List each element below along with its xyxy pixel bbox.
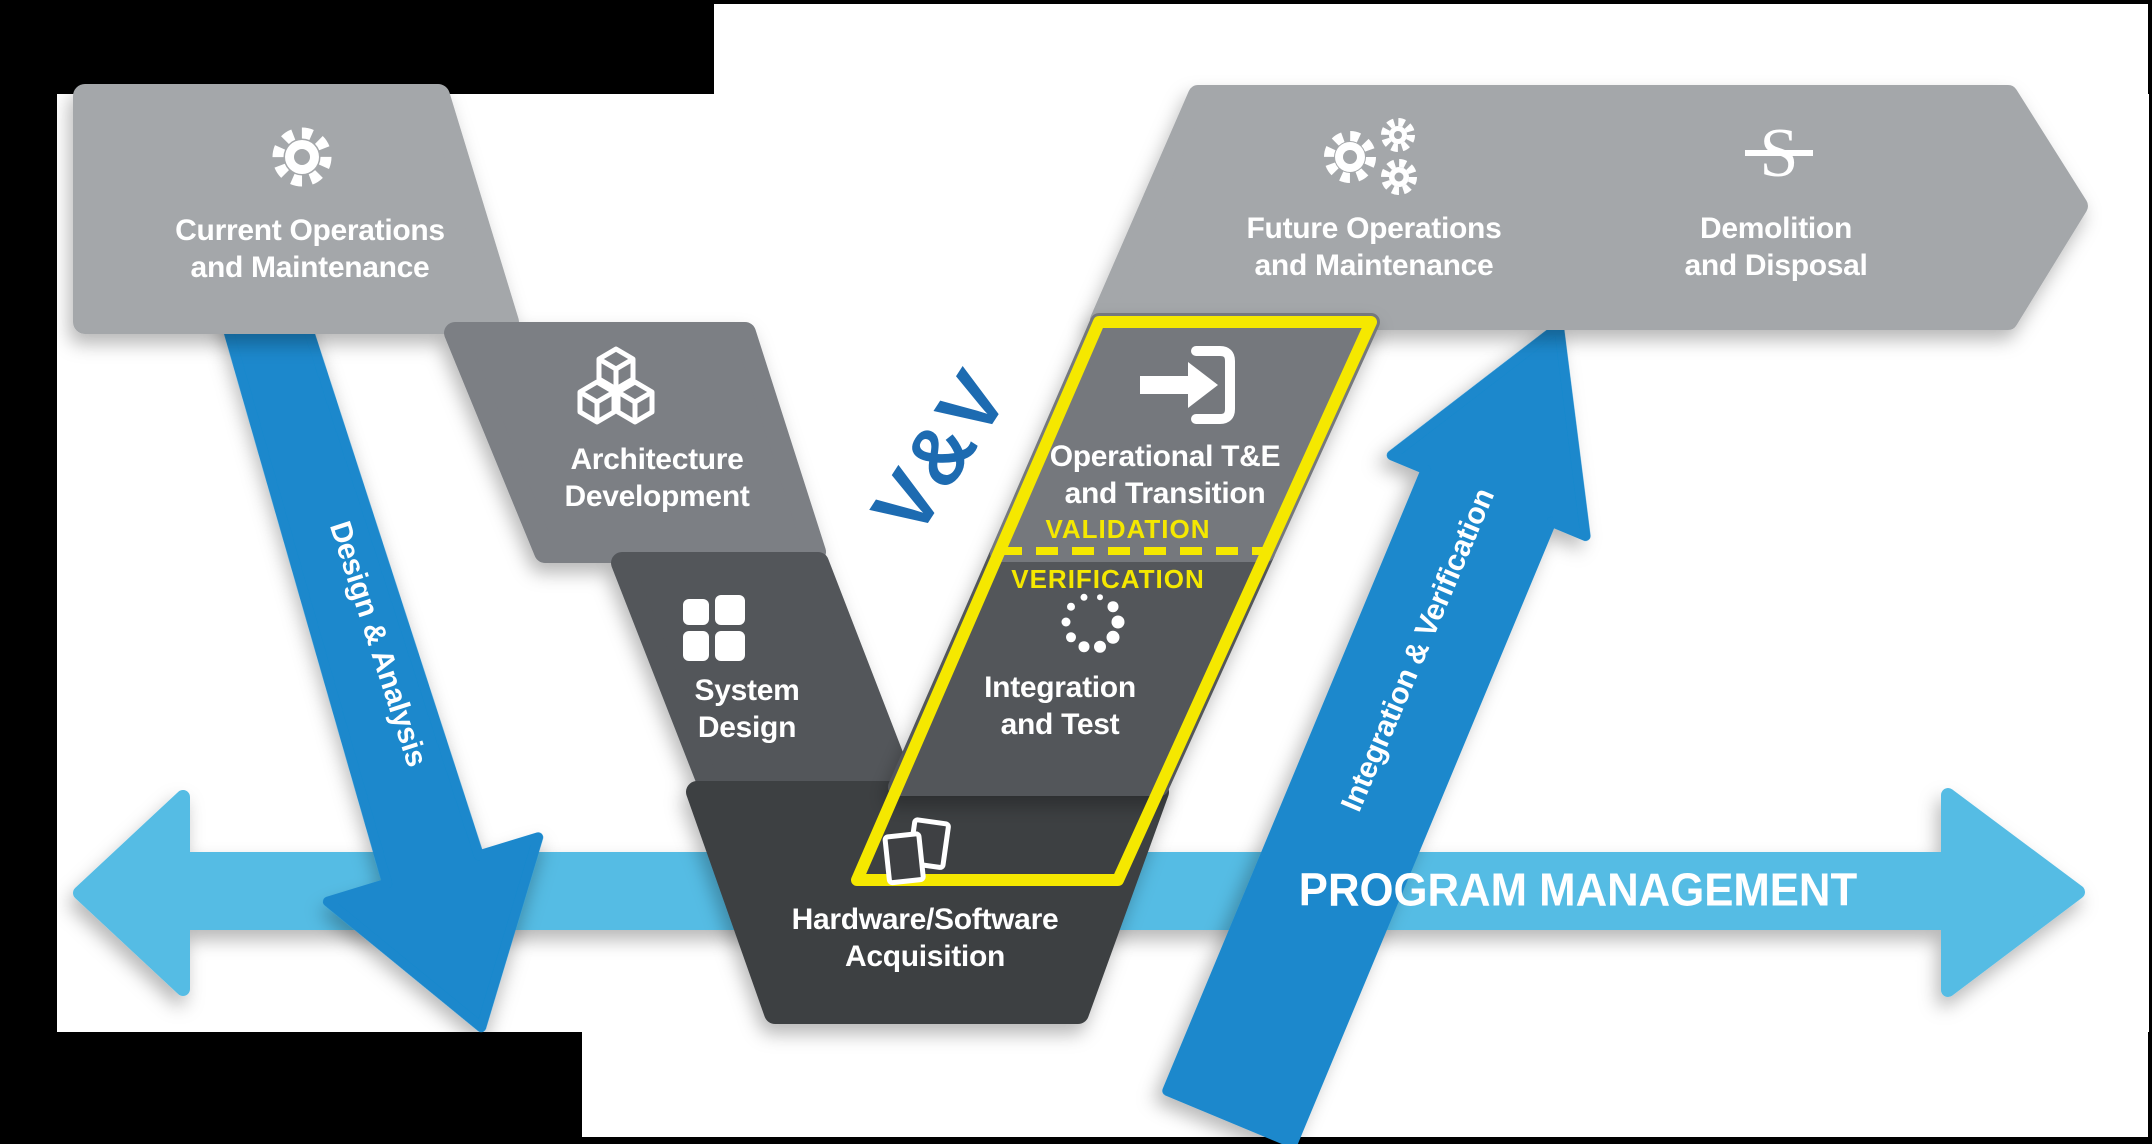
integration-verification-arrow-shape bbox=[1162, 321, 1591, 1144]
future-ops-banner bbox=[1090, 85, 2088, 330]
gears-cluster-icon bbox=[1324, 118, 1417, 195]
demolition-label: Demolition and Disposal bbox=[1684, 210, 1867, 284]
architecture-line1: Architecture bbox=[570, 442, 744, 476]
integration-test-line1: Integration bbox=[984, 670, 1136, 704]
architecture-label: Architecture Development bbox=[564, 441, 749, 515]
operational-te-label: Operational T&E and Transition bbox=[1050, 438, 1281, 512]
current-ops-line1: Current Operations bbox=[175, 213, 445, 247]
left-column-boxes bbox=[73, 84, 1169, 1024]
integration-verification-arrow bbox=[1162, 321, 1591, 1144]
verification-label: VERIFICATION bbox=[1011, 563, 1205, 594]
hw-sw-acquisition-label: Hardware/Software Acquisition bbox=[792, 901, 1059, 975]
panel-bottom bbox=[582, 1030, 2148, 1137]
current-ops-label: Current Operations and Maintenance bbox=[175, 212, 445, 286]
program-management-label: PROGRAM MANAGEMENT bbox=[1298, 863, 1858, 916]
spinner-dots-icon bbox=[1061, 593, 1125, 653]
integration-test-label: Integration and Test bbox=[984, 669, 1136, 743]
hw-sw-line1: Hardware/Software bbox=[791, 902, 1059, 936]
integration-test-line2: and Test bbox=[1000, 708, 1120, 741]
system-design-line1: System bbox=[694, 673, 800, 707]
struck-s-icon: S bbox=[1745, 115, 1813, 192]
vv-overlay bbox=[851, 316, 1377, 886]
gear-icon bbox=[272, 127, 332, 187]
system-design-label: System Design bbox=[695, 672, 800, 746]
window-grid-icon bbox=[683, 595, 745, 661]
vv-outline-box bbox=[851, 316, 1377, 886]
future-ops-line1: Future Operations bbox=[1246, 211, 1502, 245]
hw-sw-line2: Acquisition bbox=[844, 940, 1006, 973]
system-design-line2: Design bbox=[697, 711, 797, 744]
design-analysis-arrow-shape bbox=[217, 284, 544, 1033]
operational-te-line2: and Transition bbox=[1064, 477, 1266, 510]
banner-shape bbox=[1090, 85, 2088, 330]
panel-top-right bbox=[714, 4, 2148, 96]
program-left-arrowhead-icon bbox=[73, 790, 190, 996]
design-analysis-arrow bbox=[217, 284, 544, 1033]
future-ops-label: Future Operations and Maintenance bbox=[1247, 210, 1502, 284]
cubes-icon bbox=[577, 346, 655, 425]
program-right-arrowhead-icon bbox=[1941, 788, 2085, 997]
demolition-line1: Demolition bbox=[1699, 211, 1852, 245]
documents-icon bbox=[882, 817, 951, 886]
transition-arrow-icon bbox=[1140, 346, 1235, 424]
architecture-line2: Development bbox=[564, 480, 750, 513]
validation-label: VALIDATION bbox=[1045, 513, 1211, 544]
demolition-line2: and Disposal bbox=[1684, 249, 1868, 282]
operational-te-line1: Operational T&E bbox=[1049, 439, 1281, 473]
future-ops-line2: and Maintenance bbox=[1254, 249, 1494, 282]
current-ops-line2: and Maintenance bbox=[190, 251, 430, 284]
